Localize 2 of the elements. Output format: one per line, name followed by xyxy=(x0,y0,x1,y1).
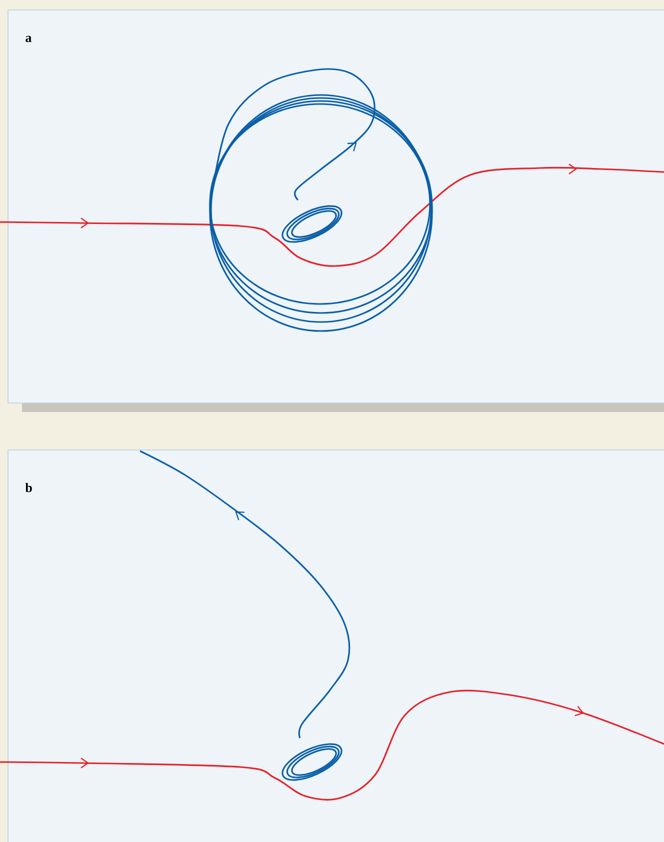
panel-label: a xyxy=(26,36,32,42)
panel-label: b xyxy=(25,482,32,492)
